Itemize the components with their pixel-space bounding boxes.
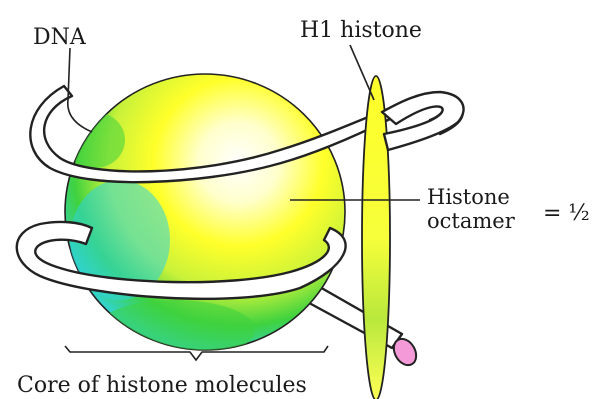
histone-octamer-ball [65,74,345,360]
octamer-label-line2: octamer [427,209,516,233]
core-label: Core of histone molecules [17,373,307,398]
h1-histone-label: H1 histone [300,18,422,43]
octamer-label-line1: Histone [427,185,510,209]
dna-label: DNA [33,25,87,50]
fraction-label: = ½ [543,201,590,226]
dna-leader-line [68,48,92,132]
dna-upper-exit [382,92,464,150]
h1-histone-disc [362,76,390,399]
h1-leader-line [350,45,374,100]
